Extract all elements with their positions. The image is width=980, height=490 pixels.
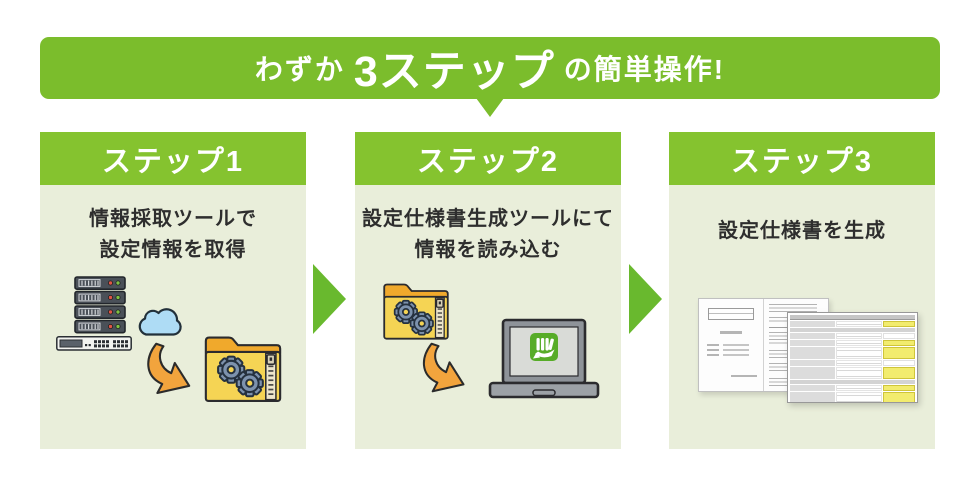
table-row [790,340,915,346]
gear-icon [235,369,264,398]
table-section-bar [790,380,915,384]
table-section-bar [790,328,915,332]
banner: わずか 3ステップ の簡単操作! [40,37,940,99]
curved-arrow-icon [423,342,465,393]
step-card-2: ステップ2 設定仕様書生成ツールにて 情報を読み込む [355,132,621,449]
gear-icon [409,311,434,336]
zip-folder-gears-icon [204,336,282,402]
flow-arrow-1 [313,264,346,334]
banner-suffix-text: の簡単操作! [563,54,726,85]
table-row [790,360,915,366]
table-row [790,385,915,391]
banner-prefix-text: わずか [254,54,345,85]
step-3-description: 設定仕様書を生成 [718,220,886,242]
table-row [790,321,915,327]
step-card-1: ステップ1 情報採取ツールで 設定情報を取得 [40,132,306,449]
step-card-3: ステップ3 設定仕様書を生成 [669,132,935,449]
table-row [790,333,915,339]
step-1-header: ステップ1 [40,132,306,185]
step-3-title: ステップ3 [730,145,874,178]
document-cover-page [699,299,764,391]
document-title-box [707,308,754,320]
laptop-app-icon [488,318,600,399]
text-line [768,304,818,313]
text-line [768,317,804,323]
gear-icon [217,355,246,384]
step-1-title: ステップ1 [101,145,245,178]
document-hand-app-icon [530,333,558,361]
step-3-header: ステップ3 [669,132,935,185]
table-header-bar [790,315,915,320]
document-meta-lines [707,344,763,356]
zip-folder-gears-icon [383,283,449,340]
server-rack-icon [74,276,126,334]
text-line [730,375,757,377]
step-1-description: 情報採取ツールで 設定情報を取得 [89,208,257,261]
cloud-icon [138,308,182,336]
step-2-description: 設定仕様書生成ツールにて 情報を読み込む [362,208,614,261]
curved-arrow-icon [147,342,191,395]
banner-highlight-text: 3ステップ [353,48,555,96]
step-2-header: ステップ2 [355,132,621,185]
flow-arrow-2 [629,264,662,334]
table-row [790,392,915,402]
step-2-title: ステップ2 [416,145,560,178]
network-switch-icon [56,336,132,351]
banner-pointer-triangle [476,98,504,117]
text-line [719,331,742,334]
gear-icon [393,299,418,325]
table-row [790,367,915,379]
spec-table-page-icon [787,312,918,403]
table-row [790,347,915,359]
